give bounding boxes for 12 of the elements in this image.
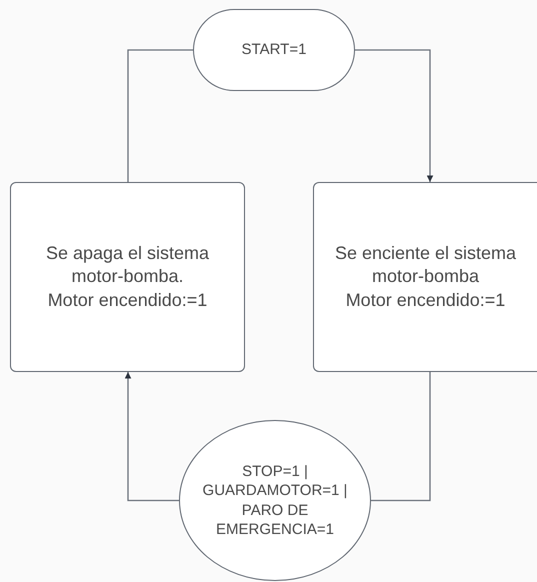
process-box — [10, 182, 245, 372]
node-text: Motor encendido:=1 — [48, 288, 208, 312]
arrow — [355, 49, 434, 182]
node-text: Se enciente el sistema motor-bomba — [334, 242, 518, 288]
node-text: START=1 — [242, 40, 306, 60]
process-box — [313, 182, 537, 372]
connector-line — [127, 49, 193, 182]
node-text: Se apaga el sistema motor-bomba. — [44, 242, 210, 288]
arrow — [124, 372, 179, 502]
connector-line — [371, 372, 431, 502]
node-text: STOP=1 | GUARDAMOTOR=1 | PARO DE EMERGENCIA=1 — [202, 462, 348, 540]
node-text: Motor encendido:=1 — [346, 288, 506, 312]
